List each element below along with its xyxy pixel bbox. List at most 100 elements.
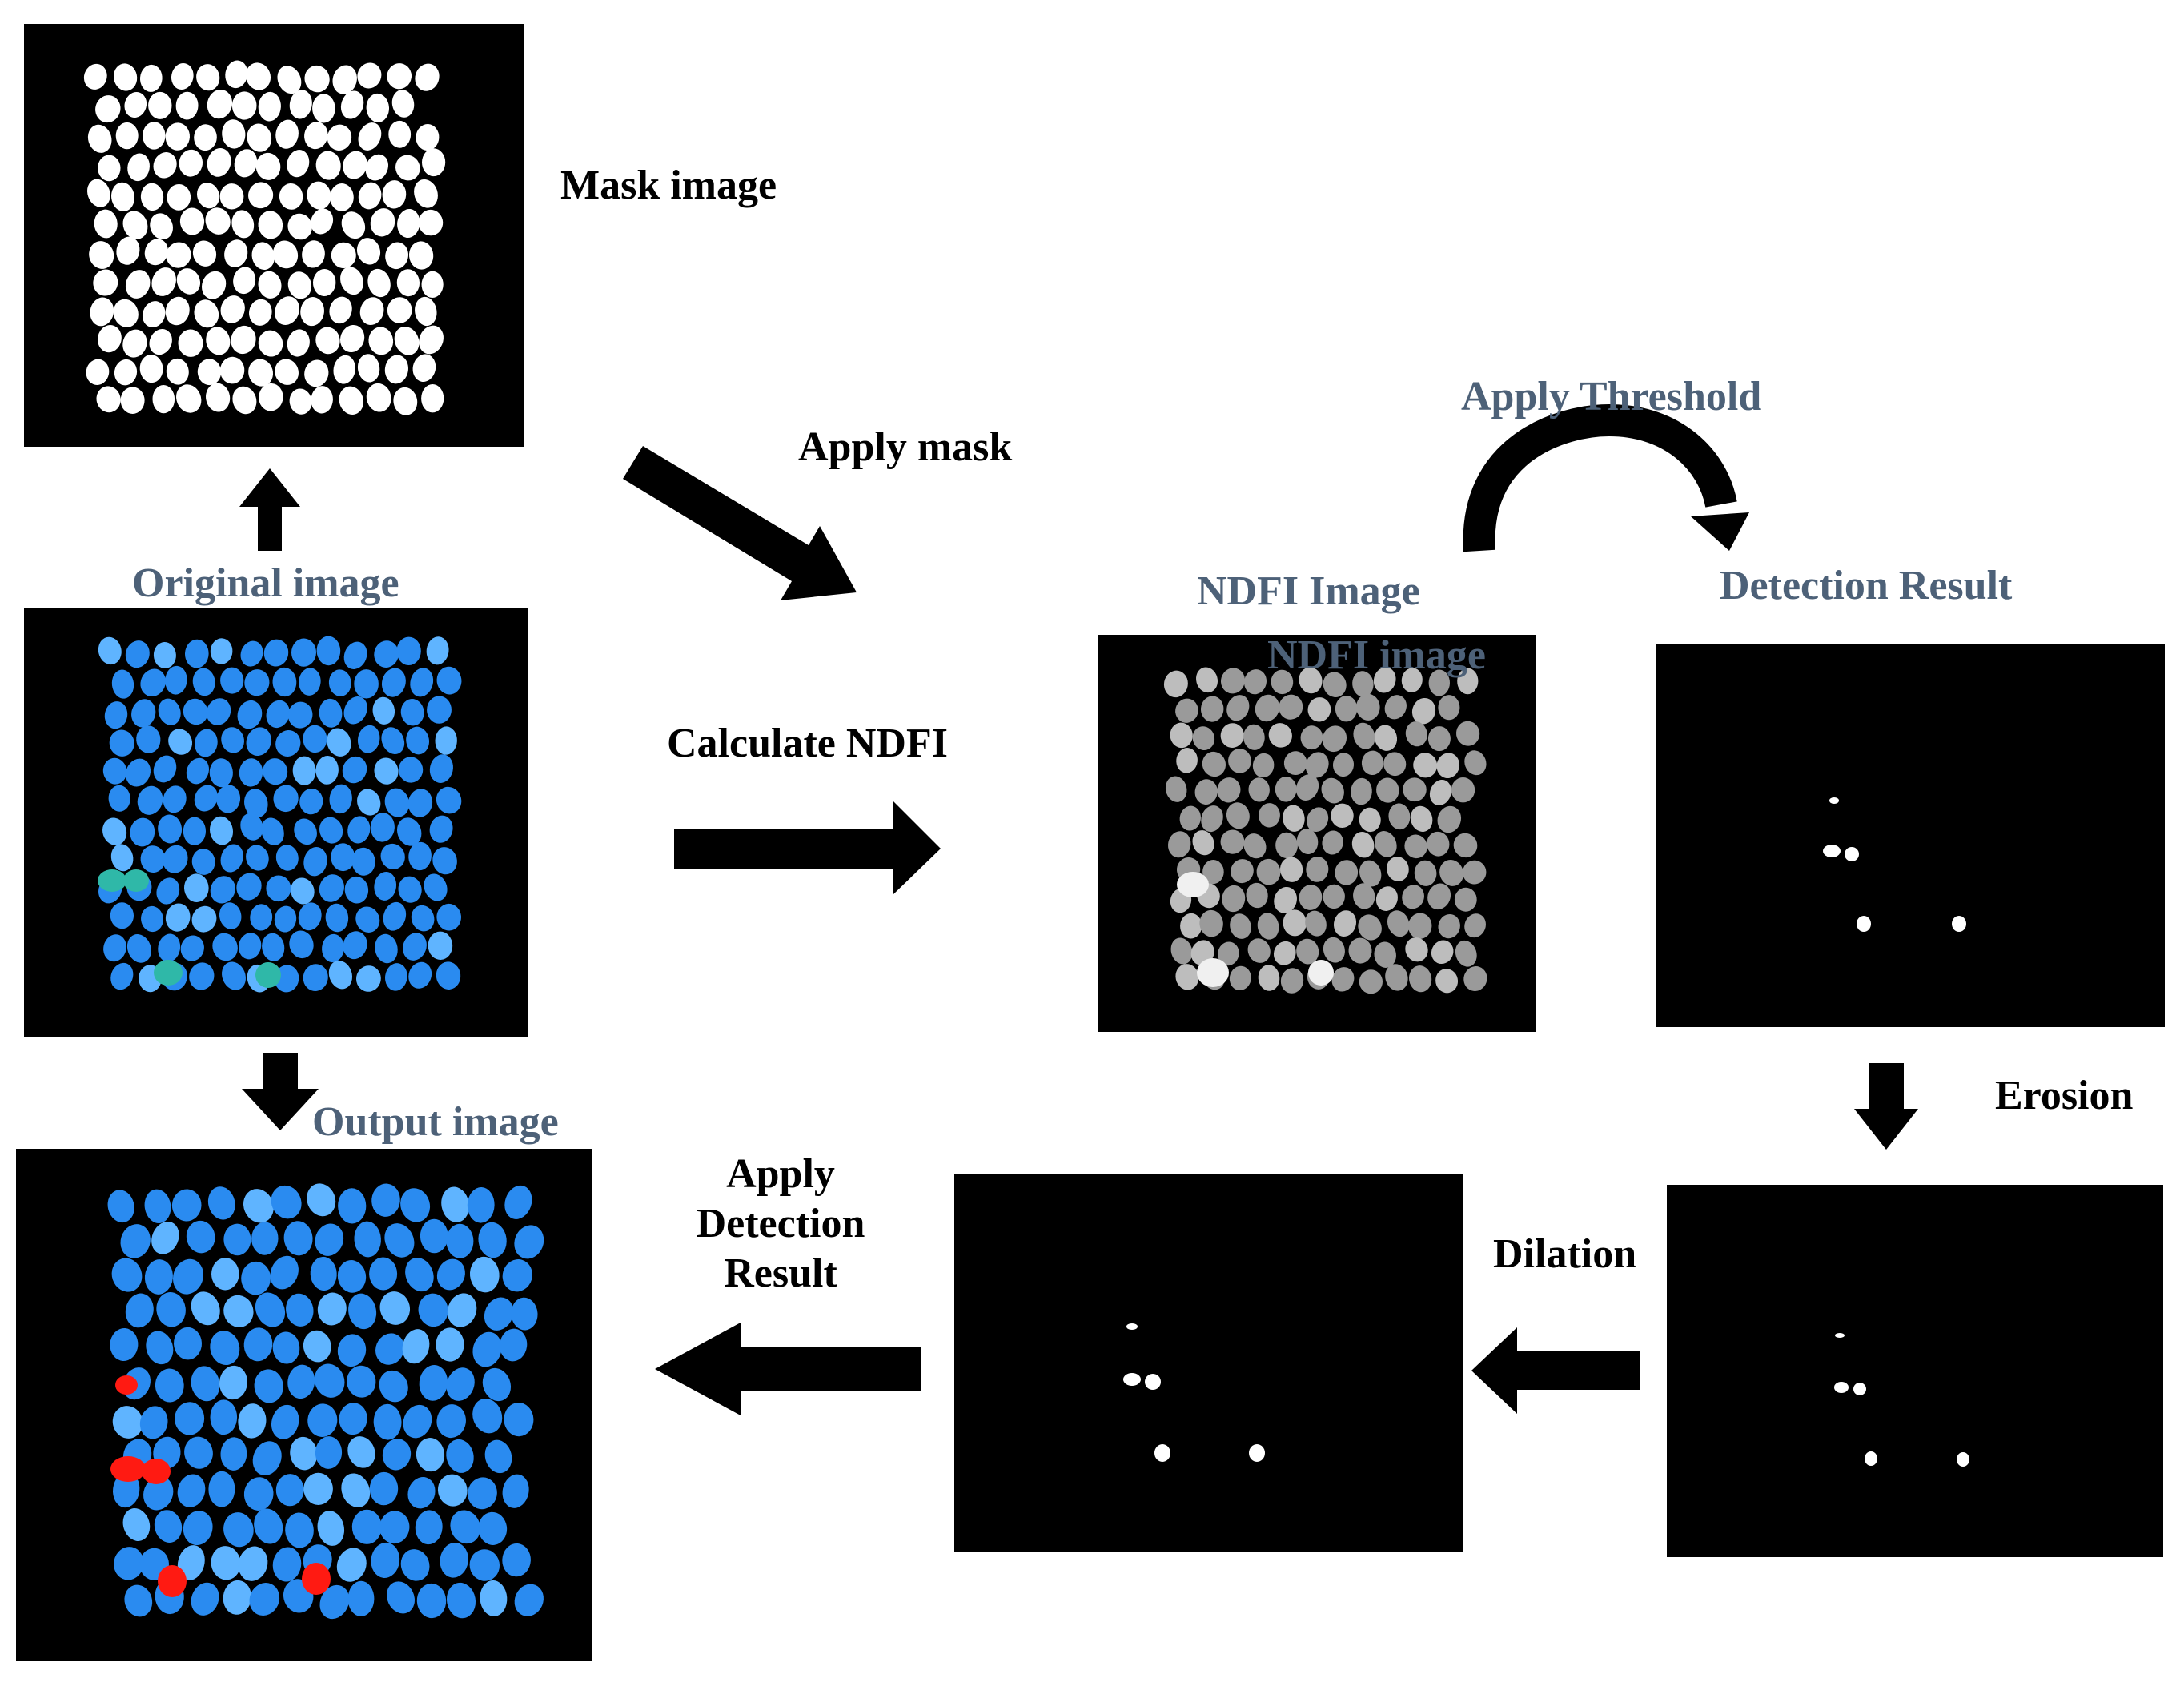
kernel [436,961,461,990]
kernel [322,933,344,963]
kernel [223,1512,254,1548]
kernel [1464,913,1486,938]
kernel [403,1404,432,1439]
kernel [375,1333,404,1365]
original-image-panel [24,608,528,1037]
kernel [1194,779,1218,805]
kernel [419,325,444,355]
kernel [472,1331,502,1367]
down-arrow-icon [242,1053,319,1130]
kernel [1248,777,1270,802]
kernel [418,209,444,236]
apply-mask-label: Apply mask [798,424,1012,470]
kernel [1192,726,1215,750]
kernel [1300,725,1323,750]
kernel [141,905,163,933]
kernel [1230,913,1251,939]
kernel [114,1547,144,1580]
ndfi-image-panel [1098,635,1536,1032]
kernel [300,297,324,327]
kernel [1202,860,1224,885]
kernel [209,816,234,845]
kernel [222,961,246,990]
kernel [366,383,391,412]
kernel [219,902,242,929]
kernel [206,327,231,355]
kernel [298,902,322,931]
kernel [387,297,412,323]
kernel [436,786,462,814]
kernel [329,296,352,324]
kernel [151,267,176,296]
kernel [184,639,209,668]
kernel [1431,940,1454,965]
kernel [176,268,201,295]
kernel [287,271,312,299]
kernel [319,874,344,902]
kernel [194,299,219,328]
dilation-left-arrow-icon [1471,1327,1640,1414]
kernel [122,211,148,239]
kernel [1358,914,1382,941]
kernel [327,124,352,151]
kernel [195,729,218,757]
kernel [468,1477,497,1510]
kernel [223,1223,251,1256]
kernel [240,813,263,841]
kernel [177,1474,206,1507]
kernel [303,847,327,877]
kernel [437,1474,468,1507]
kernel [341,1473,371,1507]
kernel [179,207,205,235]
kernel [1361,750,1383,775]
kernel [142,301,166,328]
kernel [210,638,233,664]
kernel [1307,807,1329,833]
kernel [1455,721,1480,746]
kernel [255,152,281,180]
kernel [328,669,351,696]
kernel [347,816,371,844]
original-image-label: Original image [132,560,399,606]
kernel [420,1218,448,1254]
kernel [367,268,391,298]
kernel [271,1404,299,1439]
kernel [287,329,310,357]
kernel [432,847,457,875]
kernel [1322,725,1347,753]
kernel [234,149,258,178]
kernel [1273,941,1296,965]
kernel [1283,909,1307,937]
kernel [225,60,248,89]
kernel [379,1511,410,1544]
kernel [1401,668,1423,692]
kernel [237,700,263,729]
kernel [1259,803,1280,828]
kernel [150,213,173,240]
mask-kernels [83,60,446,415]
kernel [1410,805,1433,832]
kernel [418,1293,448,1327]
erosion-down-arrow-icon [1854,1063,1918,1150]
kernel [502,1543,531,1577]
output-image-panel [16,1149,592,1661]
kernel [279,183,303,210]
kernel [1335,696,1358,722]
kernel [411,905,435,932]
kernel [405,1258,434,1292]
kernel [1359,860,1382,887]
kernel [307,1183,336,1217]
kernel [421,271,444,298]
kernel [1283,805,1305,832]
kernel [294,818,317,845]
kernel [201,271,227,299]
kernel-highlight [1177,872,1209,897]
kernel [440,1542,468,1578]
kernel [315,1223,344,1256]
kernel [396,269,420,297]
kernel [239,758,263,787]
kernel [384,788,410,817]
kernel [143,1476,174,1511]
kernel [469,1256,500,1293]
kernel [1383,752,1407,777]
